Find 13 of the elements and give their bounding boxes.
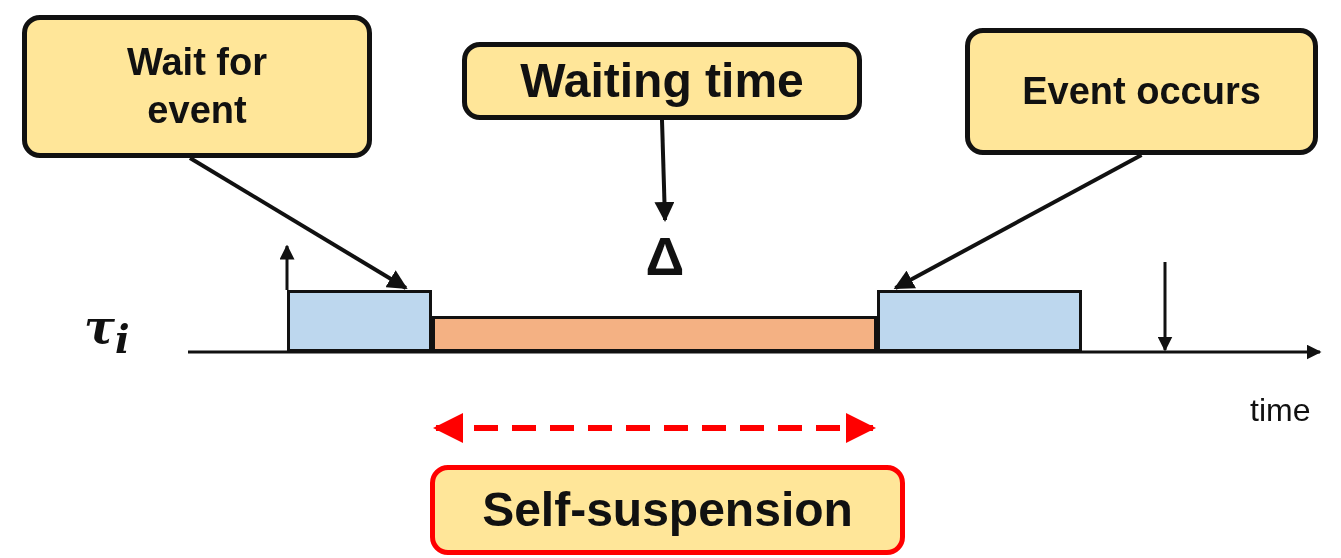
axis-label: time — [1250, 392, 1311, 429]
arrow — [188, 156, 408, 290]
timeline-bar — [877, 290, 1082, 352]
callout-box: Waiting time — [462, 42, 862, 120]
callout-box: Self-suspension — [430, 465, 905, 555]
arrow — [654, 119, 675, 222]
timeline-bar — [287, 290, 432, 352]
arrow — [893, 153, 1143, 290]
timeline-bar — [432, 316, 877, 352]
callout-box: Event occurs — [965, 28, 1318, 155]
delta-symbol: Δ — [630, 222, 700, 290]
task-label: τ$_{i}$ — [84, 300, 130, 363]
callout-box: Wait for event — [22, 15, 372, 158]
